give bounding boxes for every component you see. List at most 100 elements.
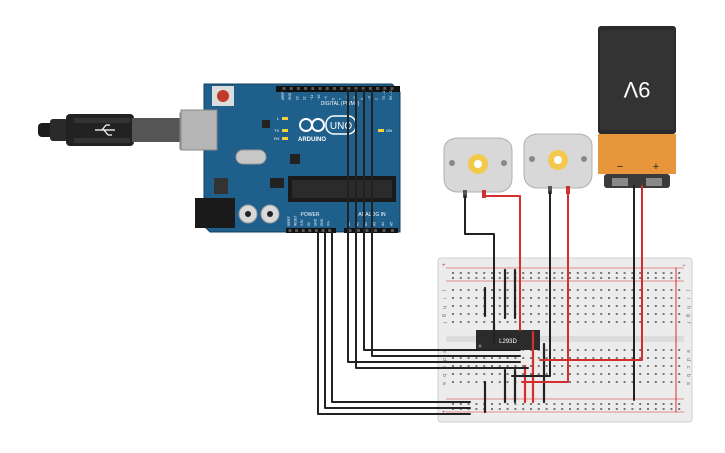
analog-pin-label: A4 — [381, 222, 385, 226]
power-pin-label: 3.3V — [300, 219, 304, 226]
battery-minus-label: − — [617, 161, 623, 173]
header-pin[interactable] — [282, 87, 286, 90]
header-pin[interactable] — [295, 229, 299, 232]
digital-pin-label: 12 — [303, 96, 307, 100]
usb-icon — [95, 124, 115, 136]
wire-motor1-red[interactable] — [483, 195, 521, 331]
header-pin[interactable] — [383, 87, 387, 90]
row-letter: i — [685, 298, 691, 299]
crystal — [235, 149, 267, 165]
wire-battery-plus[interactable] — [539, 185, 643, 361]
wire-digital-4[interactable] — [371, 89, 521, 357]
row-letter: g — [685, 314, 691, 317]
wire-digital-3[interactable] — [363, 89, 521, 351]
arduino-brand: ARDUINO — [298, 137, 326, 143]
row-letter: e — [441, 350, 447, 353]
wire-5v[interactable] — [317, 232, 471, 415]
header-pin[interactable] — [340, 87, 344, 90]
header-pin[interactable] — [361, 87, 365, 90]
header-pin[interactable] — [308, 229, 312, 232]
header-pin[interactable] — [391, 229, 394, 232]
wire-motor2-black[interactable] — [511, 191, 551, 377]
rail-plus-label: + — [442, 263, 446, 269]
power-pin-label: 5V — [307, 221, 311, 226]
wire-motor1-black[interactable] — [464, 195, 495, 331]
header-pin[interactable] — [354, 87, 358, 90]
header-pin[interactable] — [347, 87, 351, 90]
digital-pin-label: TX→1 — [382, 91, 386, 100]
battery-voltage-label: 9V — [623, 77, 650, 102]
header-pin[interactable] — [325, 87, 329, 90]
header-pin[interactable] — [314, 229, 318, 232]
digital-pin-label: 13 — [295, 96, 299, 100]
row-letter: a — [685, 382, 691, 385]
digital-header — [276, 86, 400, 92]
analog-pin-label: A3 — [373, 222, 377, 226]
header-pin[interactable] — [374, 229, 377, 232]
header-pin[interactable] — [301, 229, 305, 232]
row-letter: b — [441, 374, 447, 377]
board-leds: L TX RX ON — [274, 116, 392, 141]
row-letter: b — [685, 374, 691, 377]
header-pin[interactable] — [289, 87, 293, 90]
wire-digital-2[interactable] — [355, 89, 529, 369]
power-pin-label: Vin — [327, 221, 331, 226]
header-pin[interactable] — [332, 87, 336, 90]
row-letter: j — [441, 289, 447, 291]
header-pin[interactable] — [318, 87, 322, 90]
battery-orange-band — [598, 134, 676, 174]
reset-button-cap[interactable] — [217, 90, 229, 102]
power-pin-label: IOREF — [287, 216, 291, 226]
row-letter: e — [685, 350, 691, 353]
dc-motor-2 — [523, 133, 593, 194]
row-letter: c — [685, 366, 691, 369]
header-pin[interactable] — [348, 229, 352, 232]
wire-gnd-2[interactable] — [331, 232, 471, 403]
row-letter: f — [685, 322, 691, 324]
header-pin[interactable] — [321, 229, 325, 232]
rail-minus-label: − — [682, 263, 686, 269]
row-letter: d — [441, 358, 447, 361]
row-letter: d — [685, 358, 691, 361]
led-label-tx: TX — [274, 128, 279, 133]
wire-gnd-1[interactable] — [324, 232, 471, 409]
wire-digital-1[interactable] — [347, 89, 521, 363]
header-pin[interactable] — [376, 87, 380, 90]
dc-jack — [195, 198, 235, 228]
led-label-l: L — [277, 116, 280, 121]
power-pin-label: RESET — [294, 215, 298, 226]
ic-label: L293D — [499, 339, 517, 345]
header-pin[interactable] — [382, 229, 386, 232]
digital-header-label: DIGITAL (PWM~) — [321, 101, 360, 107]
header-pin[interactable] — [304, 87, 308, 90]
row-letter: a — [441, 382, 447, 385]
header-pin[interactable] — [357, 229, 360, 232]
center-channel — [446, 336, 684, 342]
power-pin-label: GND — [320, 218, 324, 226]
header-pin[interactable] — [296, 87, 300, 90]
digital-pin-label: 4 — [360, 98, 364, 100]
header-pin[interactable] — [328, 229, 332, 232]
header-pin[interactable] — [288, 229, 292, 232]
voltage-regulator — [214, 178, 228, 194]
wire-motor2-red[interactable] — [521, 191, 569, 383]
led-label-on: ON — [386, 128, 392, 133]
digital-pin-label: AREF — [281, 91, 285, 100]
header-pin[interactable] — [311, 87, 315, 90]
power-header-label: POWER — [301, 212, 320, 218]
header-pin[interactable] — [368, 87, 372, 90]
led-label-rx: RX — [274, 136, 280, 141]
row-letter: j — [685, 289, 691, 291]
digital-pin-label: 2 — [375, 98, 379, 100]
usb-jack — [180, 109, 218, 151]
row-letter: i — [441, 298, 447, 299]
digital-pin-label: ~9 — [324, 96, 328, 100]
header-pin[interactable] — [365, 229, 369, 232]
row-letter: g — [441, 314, 447, 317]
row-letter: h — [441, 306, 447, 309]
arduino-uno-board: DIGITAL (PWM~) POWER ANALOG IN ARDUINO U… — [180, 83, 401, 233]
header-pin[interactable] — [390, 87, 394, 90]
wires — [317, 89, 643, 415]
